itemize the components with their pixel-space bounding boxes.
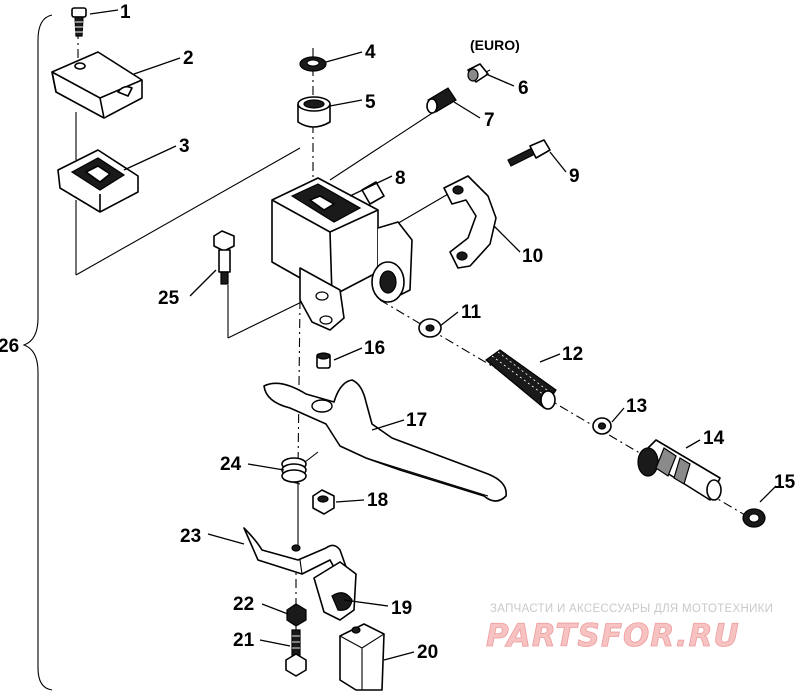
- callout-16: 16: [364, 338, 385, 359]
- callout-7: 7: [484, 110, 495, 131]
- callout-13: 13: [626, 396, 647, 417]
- watermark: ЗАПЧАСТИ И АКСЕССУАРЫ ДЛЯ МОТОТЕХНИКИ PA…: [486, 603, 773, 654]
- euro-note: (EURO): [470, 37, 520, 53]
- part-10-clamp: [443, 175, 497, 269]
- callout-2: 2: [183, 48, 194, 69]
- part-17-lever: [263, 379, 507, 502]
- callout-26: 26: [0, 336, 19, 357]
- part-21-screw: [285, 629, 307, 677]
- callout-20: 20: [417, 642, 438, 663]
- part-15-o-ring: [742, 508, 766, 528]
- part-8-master-cylinder: [271, 177, 413, 331]
- callout-8: 8: [395, 168, 406, 189]
- part-24-spring: [281, 451, 319, 485]
- part-19-switch-wire: [313, 561, 357, 621]
- assembly-bracket: [22, 14, 53, 691]
- callout-14: 14: [703, 428, 725, 449]
- callout-5: 5: [365, 92, 376, 113]
- watermark-logo: PARTSFOR.RU: [486, 618, 740, 654]
- part-11-washer: [418, 318, 442, 338]
- part-22-nut: [286, 603, 307, 627]
- part-2-reservoir-cover: [51, 51, 143, 119]
- part-12-spring: [485, 349, 557, 410]
- callout-21: 21: [233, 630, 255, 651]
- callout-12: 12: [562, 344, 583, 365]
- callout-11: 11: [461, 302, 482, 323]
- callout-3: 3: [179, 136, 190, 157]
- part-4-washer: [299, 56, 327, 72]
- part-1-screw: [71, 7, 87, 37]
- part-3-diaphragm: [57, 149, 139, 213]
- part-18-nut: [312, 489, 335, 515]
- watermark-tagline: ЗАПЧАСТИ И АКСЕССУАРЫ ДЛЯ МОТОТЕХНИКИ: [490, 603, 773, 615]
- callout-25: 25: [158, 288, 180, 309]
- part-25-pivot-bolt: [213, 230, 235, 285]
- callout-17: 17: [406, 410, 427, 431]
- part-20-switch: [339, 623, 385, 691]
- part-13-washer: [592, 417, 612, 435]
- callout-10: 10: [522, 246, 543, 267]
- callout-15: 15: [774, 472, 796, 493]
- part-5-seal-cup: [297, 96, 331, 128]
- part-14-piston: [637, 439, 722, 501]
- callout-1: 1: [120, 2, 131, 23]
- center-lines: [75, 30, 751, 640]
- part-6-cap: [467, 63, 489, 83]
- callout-labels: 1 2 3 4 5 (EURO) 6 7 8 9 10 11 12 13 14 …: [0, 2, 796, 663]
- part-7-bleeder: [426, 87, 457, 114]
- callout-4: 4: [365, 42, 376, 63]
- part-16-bushing: [316, 352, 331, 369]
- callout-22: 22: [233, 594, 254, 615]
- leader-lines: [89, 9, 777, 661]
- callout-24: 24: [220, 454, 242, 475]
- callout-6: 6: [518, 78, 529, 99]
- callout-18: 18: [367, 490, 388, 511]
- part-9-bolt: [507, 139, 551, 167]
- callout-9: 9: [569, 166, 580, 187]
- callout-19: 19: [391, 598, 412, 619]
- callout-23: 23: [180, 526, 201, 547]
